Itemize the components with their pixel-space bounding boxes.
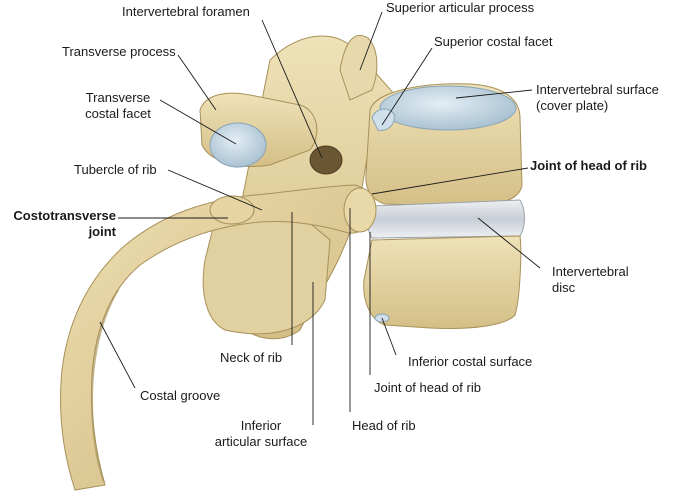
- label-intervertebral-surface-line1: Intervertebral surface: [536, 82, 659, 97]
- head-of-rib-shape: [343, 187, 377, 233]
- leader-inferior-costal-surface: [381, 317, 397, 356]
- leader-transverse-process: [177, 54, 217, 111]
- label-transverse-costal-facet: Transverse costal facet: [72, 90, 164, 122]
- leader-intervertebral-surface: [455, 89, 533, 99]
- label-intervertebral-disc-line1: Intervertebral: [552, 264, 629, 279]
- leader-lines: [99, 11, 541, 425]
- transverse-costal-facet-shape: [209, 122, 267, 168]
- label-transverse-process: Transverse process: [62, 44, 176, 59]
- label-costal-groove: Costal groove: [140, 388, 221, 403]
- label-intervertebral-surface: Intervertebral surface (cover plate): [536, 82, 659, 114]
- costal-groove-shape: [90, 289, 119, 483]
- leader-intervertebral-foramen: [261, 19, 323, 159]
- intervertebral-foramen-shape: [309, 145, 343, 175]
- label-intervertebral-disc: Intervertebral disc: [552, 264, 629, 296]
- leader-superior-costal-facet: [381, 47, 433, 126]
- tubercle-of-rib-shape: [209, 195, 255, 225]
- label-transverse-costal-facet-line2: costal facet: [85, 106, 151, 121]
- label-costotransverse-joint-line1: Costotransverse: [13, 208, 116, 223]
- leader-joint-of-head-of-rib-top: [371, 167, 529, 195]
- superior-articular-process-shape: [339, 34, 378, 101]
- label-costotransverse-joint-line2: joint: [88, 224, 116, 239]
- label-transverse-costal-facet-line1: Transverse: [85, 90, 151, 105]
- leader-intervertebral-disc: [477, 217, 541, 269]
- label-head-of-rib: Head of rib: [352, 418, 416, 433]
- label-joint-of-head-of-rib-bottom: Joint of head of rib: [374, 380, 481, 395]
- label-tubercle-of-rib: Tubercle of rib: [74, 162, 157, 177]
- label-neck-of-rib: Neck of rib: [220, 350, 283, 365]
- label-intervertebral-surface-line2: (cover plate): [536, 98, 609, 113]
- lower-vertebral-body: [363, 235, 522, 329]
- label-superior-articular-process: Superior articular process: [386, 0, 535, 15]
- leader-transverse-costal-facet: [159, 99, 237, 145]
- label-superior-costal-facet: Superior costal facet: [434, 34, 553, 49]
- label-inferior-costal-surface: Inferior costal surface: [408, 354, 533, 369]
- label-intervertebral-disc-line2: disc: [552, 280, 576, 295]
- cover-plate-shape: [379, 85, 517, 131]
- leader-superior-articular-process: [359, 11, 383, 71]
- label-joint-of-head-of-rib-top: Joint of head of rib: [530, 158, 647, 173]
- label-intervertebral-foramen: Intervertebral foramen: [122, 4, 250, 19]
- leader-costal-groove: [99, 321, 136, 389]
- intervertebral-disc-shape: [367, 199, 525, 239]
- leader-tubercle-of-rib: [167, 169, 263, 211]
- label-inferior-articular-surface-line2: articular surface: [214, 434, 308, 449]
- label-inferior-articular-surface-line1: Inferior: [240, 418, 282, 433]
- label-costotransverse-joint: Costotransverse joint: [0, 208, 116, 240]
- label-inferior-articular-surface: Inferior articular surface: [206, 418, 316, 450]
